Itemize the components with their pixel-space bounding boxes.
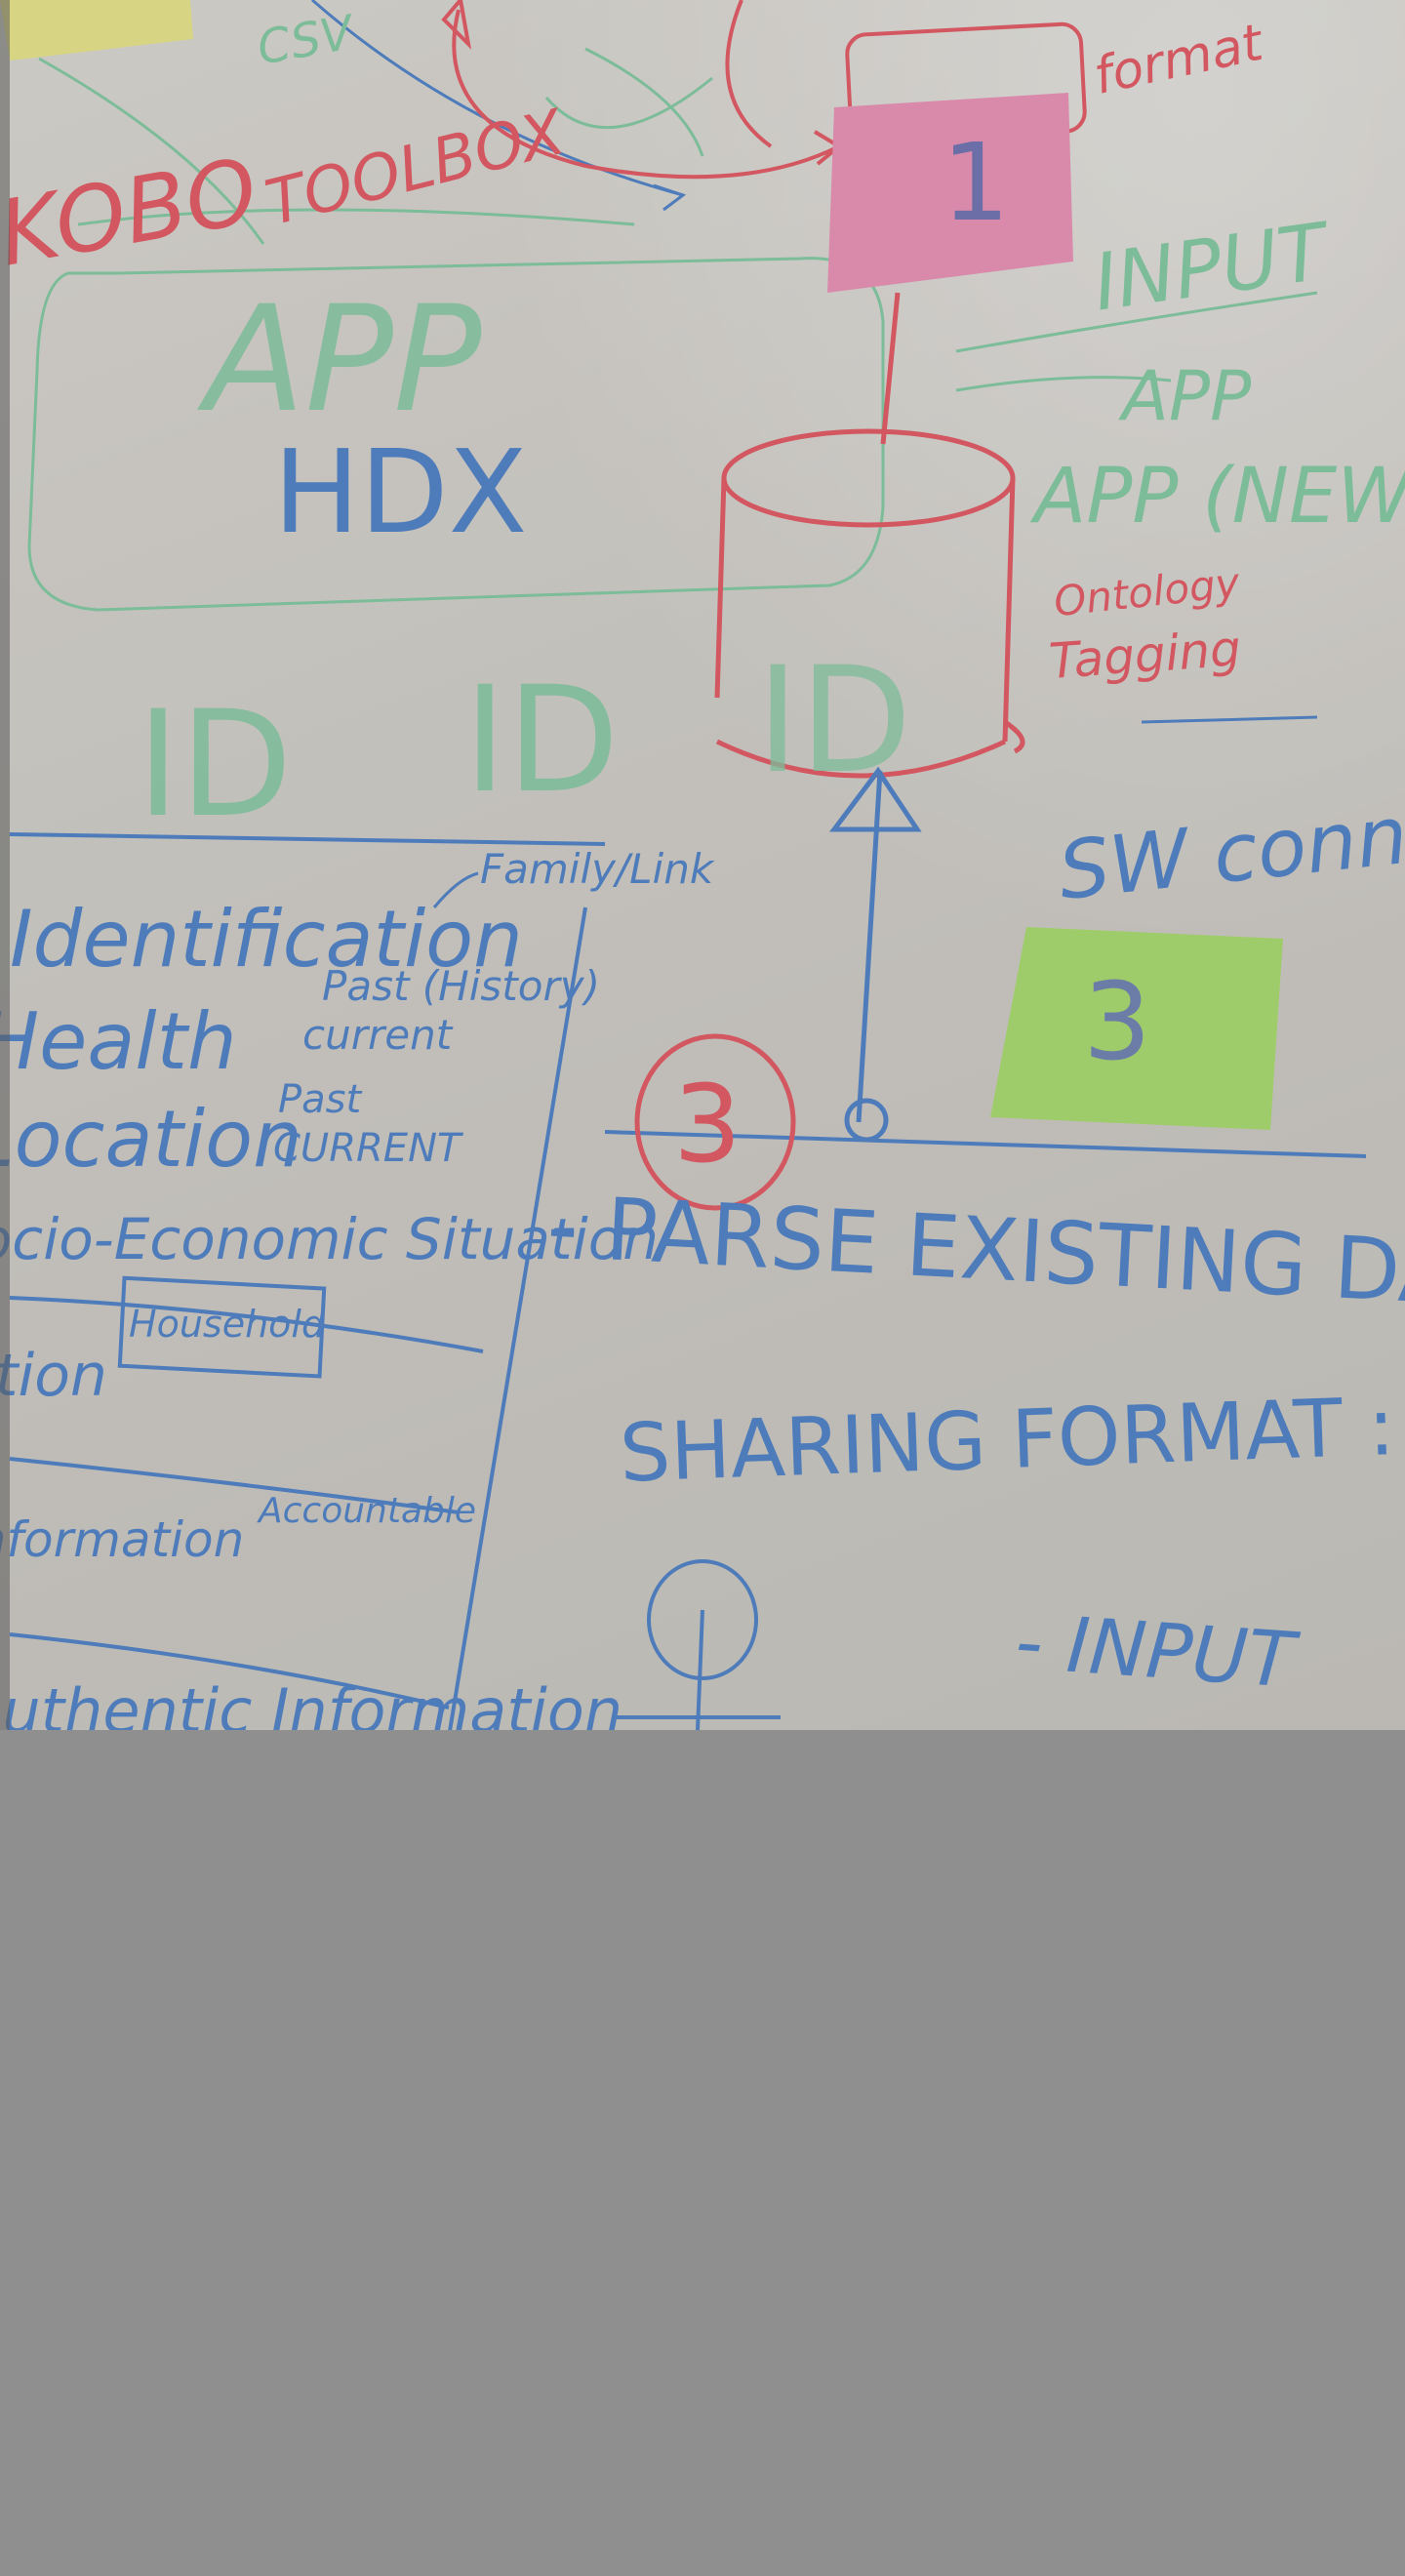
input-dash-label: - INPUT — [1013, 1598, 1303, 1706]
id-letters-2: ID — [463, 656, 620, 825]
pink-sticky-note: 1 — [827, 93, 1073, 293]
photo-left-edge — [0, 0, 10, 1730]
stick-figure — [615, 1559, 781, 1730]
database-cylinder — [714, 292, 1025, 779]
socio-economic-label: Socio-Economic Situation — [0, 1206, 659, 1272]
left-list-lines — [9, 832, 606, 1730]
tagging-label: Tagging — [1047, 621, 1242, 691]
hdx-label: HDX — [273, 424, 527, 559]
household-box: Household — [117, 1275, 327, 1379]
green-sticky-note: 3 — [990, 927, 1283, 1130]
app-new-label-line1: APP — [1118, 356, 1252, 436]
yellow-sticky-note — [0, 0, 193, 60]
past-history-label: Past (History) — [322, 962, 600, 1010]
health-label: Health — [0, 996, 237, 1087]
letterbox-area — [0, 1730, 1405, 2576]
whiteboard-drawing: KOBO TOOLBOX CSV format 1 INPUT APP HDX … — [0, 0, 1405, 1730]
sticky-3-label: 3 — [1083, 959, 1151, 1084]
identification-label: Identification — [10, 894, 523, 985]
location-label: Location — [0, 1094, 302, 1185]
app-label: APP — [197, 275, 482, 445]
id-letters-1: ID — [137, 680, 293, 850]
app-new-label: APP (NEW) — [1029, 453, 1405, 541]
current-caps-label: CURRENT — [273, 1126, 464, 1171]
household-label: Household — [129, 1303, 326, 1346]
circled-three: 3 — [634, 1033, 796, 1211]
accountable-label: Accountable — [257, 1491, 476, 1531]
circled-3-label: 3 — [673, 1062, 742, 1187]
current-label: current — [302, 1011, 454, 1059]
past-label: Past — [278, 1077, 362, 1122]
sticky-1-label: 1 — [942, 120, 1010, 245]
id-letters-3: ID — [756, 636, 912, 806]
authentic-information-label: Authentic Information — [0, 1675, 622, 1730]
information-label: Information — [0, 1511, 244, 1568]
tion-label: tion — [0, 1342, 107, 1410]
family-link-label: Family/Link — [480, 845, 715, 893]
whiteboard-photo: KOBO TOOLBOX CSV format 1 INPUT APP HDX … — [0, 0, 1405, 1730]
